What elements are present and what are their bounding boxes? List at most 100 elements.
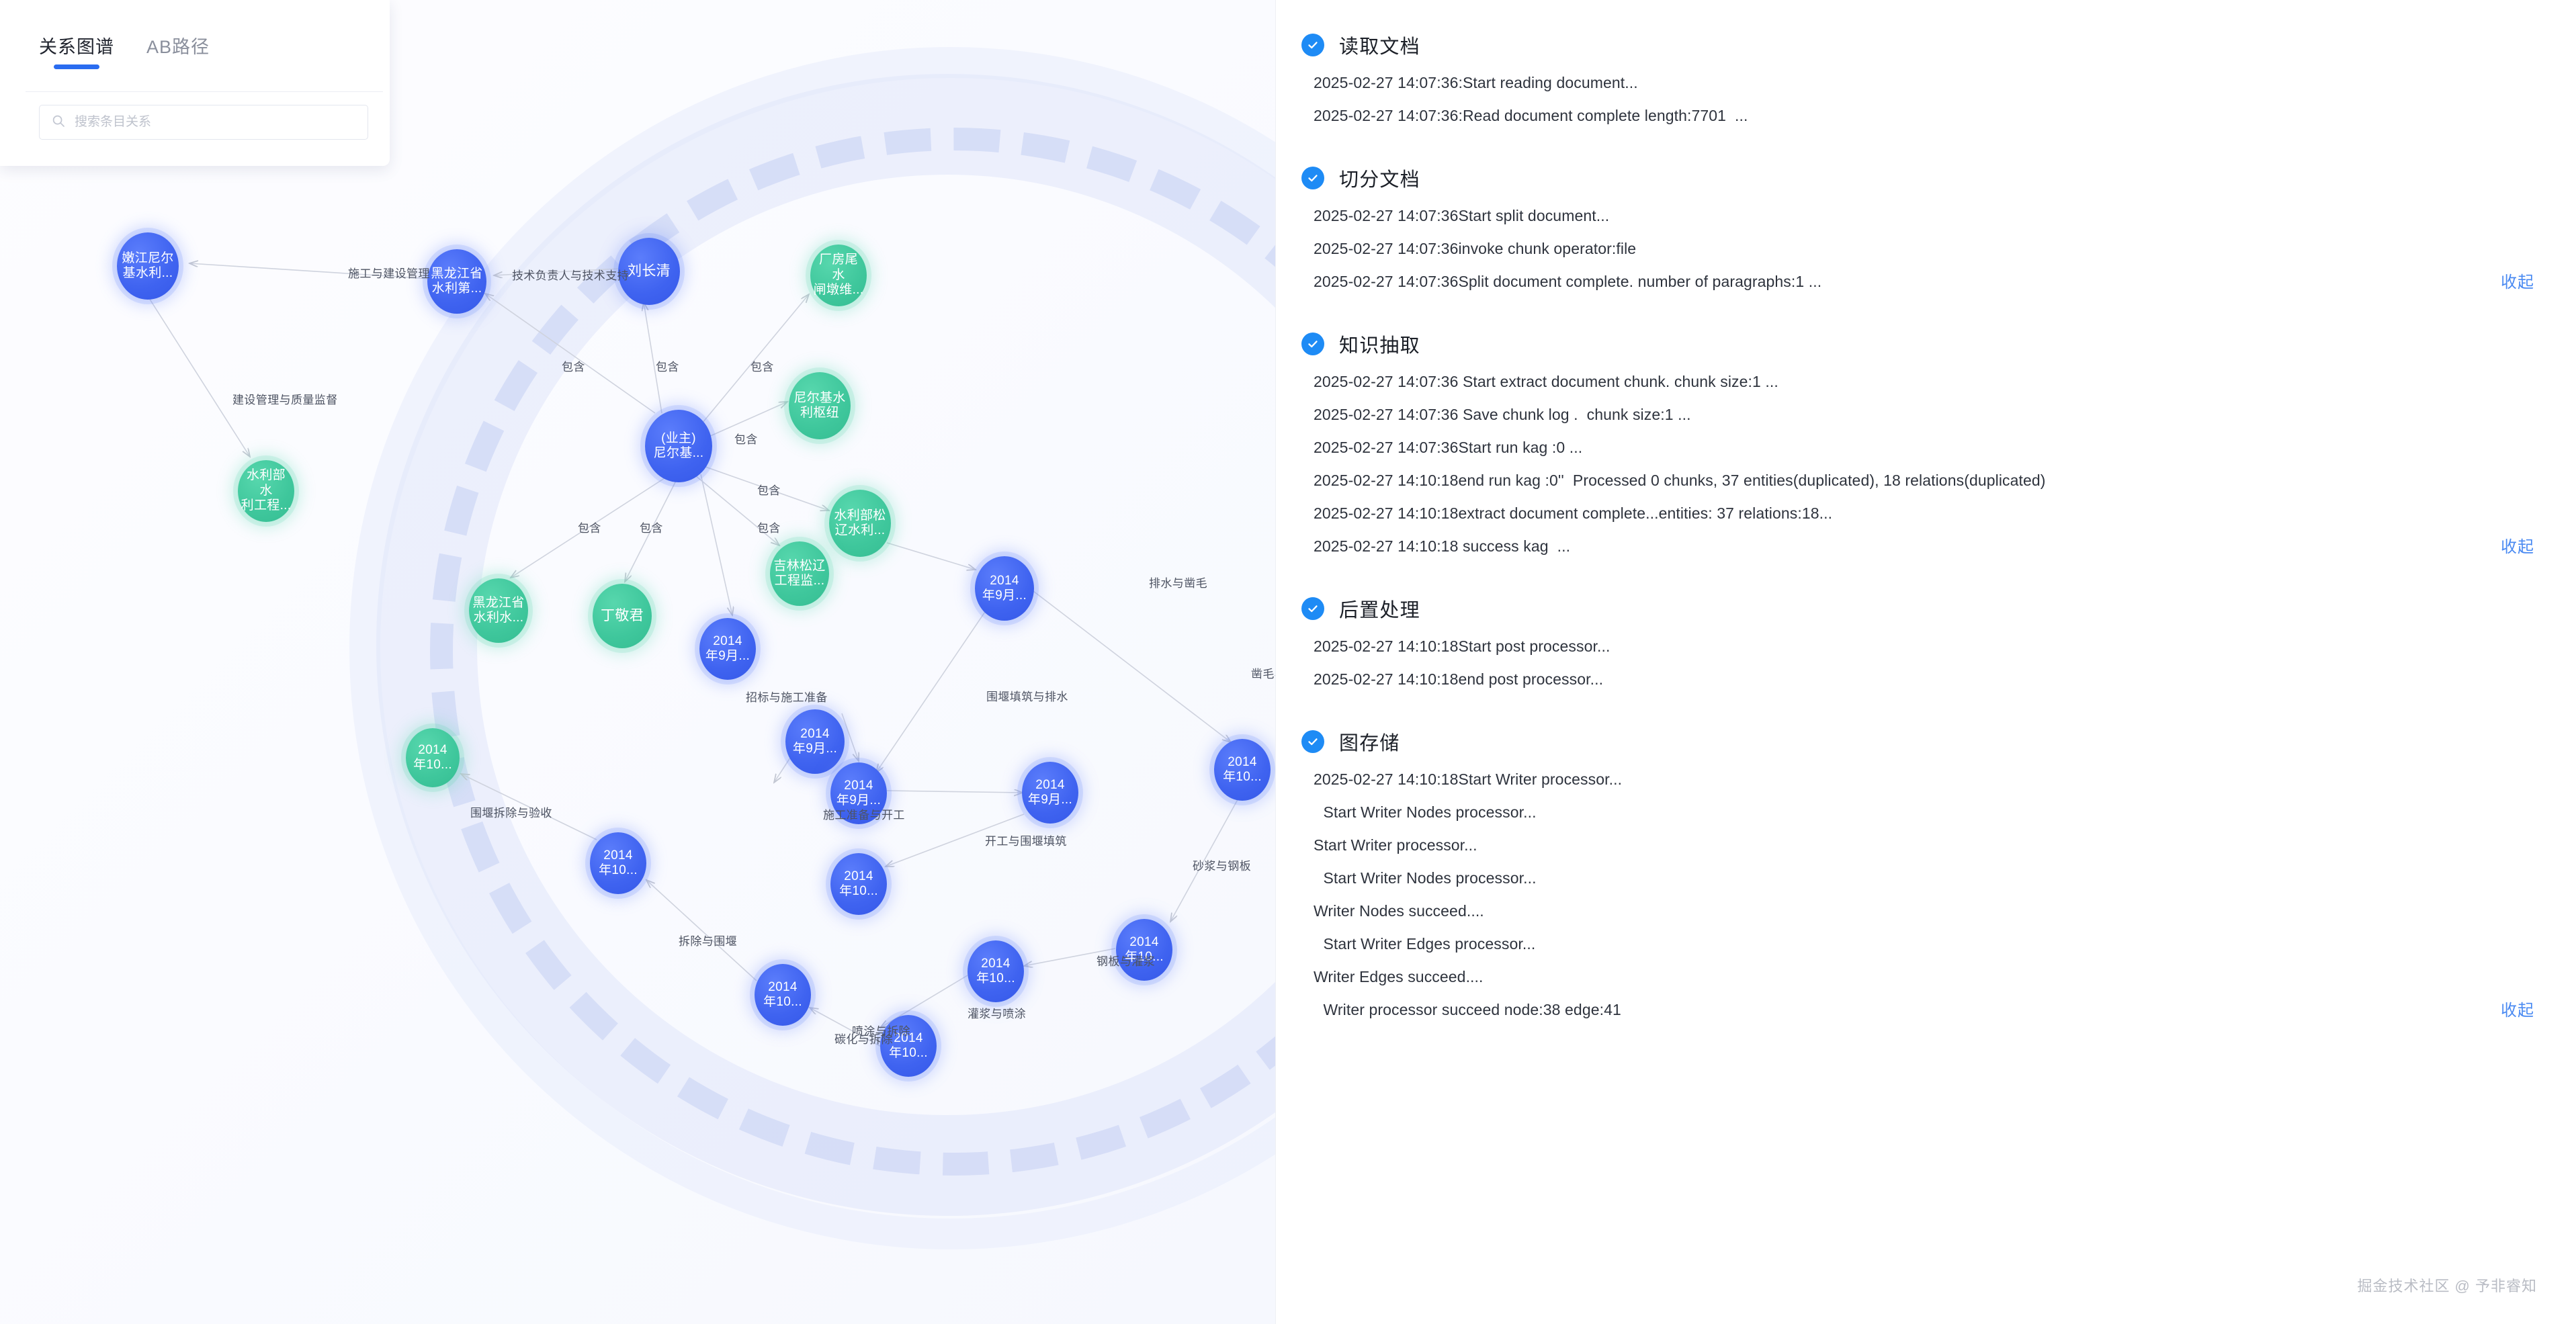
edge-label: 钢板与灌浆 xyxy=(1097,955,1155,968)
graph-node[interactable]: 2014 年10... xyxy=(1116,919,1172,981)
log-line: 2025-02-27 14:07:36:Start reading docume… xyxy=(1314,74,1638,91)
log-line: 2025-02-27 14:07:36 Start extract docume… xyxy=(1314,373,1778,390)
graph-node[interactable]: 厂房尾水 闸墩维... xyxy=(810,245,867,306)
stage-header[interactable]: 知识抽取 xyxy=(1276,330,2576,358)
graph-node[interactable]: 丁敬君 xyxy=(593,584,652,648)
tab-bar: 关系图谱 AB路径 xyxy=(0,0,390,69)
edge-label: 包含 xyxy=(656,361,679,373)
log-line: Start Writer Nodes processor... xyxy=(1319,869,1537,887)
pipeline-stage: 后置处理 2025-02-27 14:10:18Start post proces… xyxy=(1276,594,2576,687)
stage-log-lines: 2025-02-27 14:07:36 Start extract docume… xyxy=(1276,374,2576,554)
stage-header[interactable]: 读取文档 xyxy=(1276,31,2576,59)
edge-label: 建设管理与质量监督 xyxy=(232,394,338,406)
log-line: Writer Nodes succeed.... xyxy=(1314,902,1484,920)
graph-node[interactable]: 吉林松辽 工程监... xyxy=(770,541,829,606)
edge-label: 包含 xyxy=(734,433,758,446)
graph-edges xyxy=(148,0,1240,1049)
edge-label: 包含 xyxy=(578,522,601,535)
graph-node[interactable]: (业主) 尼尔基... xyxy=(645,410,712,482)
stage-header[interactable]: 后置处理 xyxy=(1276,594,2576,623)
edge-label: 施工与建设管理 xyxy=(348,267,430,280)
stage-spacer xyxy=(1276,307,2576,330)
check-circle-icon xyxy=(1301,333,1324,355)
stage-title: 读取文档 xyxy=(1339,36,1420,58)
stage-spacer xyxy=(1276,572,2576,594)
graph-node[interactable]: 2014 年10... xyxy=(830,853,887,915)
stage-spacer xyxy=(1276,705,2576,727)
stage-log-lines: 2025-02-27 14:10:18Start Writer processo… xyxy=(1276,772,2576,1018)
log-line: 2025-02-27 14:10:18end post processor... xyxy=(1314,670,1604,688)
stage-header[interactable]: 切分文档 xyxy=(1276,164,2576,192)
edge-label: 包含 xyxy=(562,361,585,373)
log-line: 2025-02-27 14:07:36:Read document comple… xyxy=(1314,107,1748,124)
stage-spacer xyxy=(1276,1035,2576,1058)
graph-controls-card: 关系图谱 AB路径 xyxy=(0,0,390,166)
graph-node[interactable]: 水利部水 利工程... xyxy=(238,460,294,522)
graph-node[interactable]: 2014 年10... xyxy=(1214,739,1271,801)
stage-title: 知识抽取 xyxy=(1339,335,1420,357)
log-line: Writer processor succeed node:38 edge:41 xyxy=(1319,1001,1621,1018)
log-line: 2025-02-27 14:10:18Start post processor.… xyxy=(1314,637,1611,655)
graph-node[interactable]: 2014 年10... xyxy=(590,832,646,894)
log-line: Start Writer Edges processor... xyxy=(1319,935,1536,953)
check-circle-icon xyxy=(1301,730,1324,753)
graph-canvas[interactable]: 嫩江尼尔 基水利... 黑龙江省 水利第... 刘长清 厂房尾水 闸墩维... 水利部水… xyxy=(0,0,1275,1324)
edge-label: 包含 xyxy=(757,522,781,535)
stage-log-lines: 2025-02-27 14:07:36:Start reading docume… xyxy=(1276,75,2576,124)
pipeline-stages: 读取文档 2025-02-27 14:07:36:Start reading do… xyxy=(1276,31,2576,1058)
collapse-link[interactable]: 收起 xyxy=(2501,538,2534,556)
graph-node[interactable]: 尼尔基水 利枢纽 xyxy=(789,372,851,439)
graph-node[interactable]: 2014 年9月... xyxy=(975,556,1034,621)
log-line: Start Writer processor... xyxy=(1314,836,1477,854)
log-line: 2025-02-27 14:10:18Start Writer processo… xyxy=(1314,770,1623,788)
graph-node[interactable]: 2014 年10... xyxy=(880,1015,937,1077)
pipeline-stage: 读取文档 2025-02-27 14:07:36:Start reading do… xyxy=(1276,31,2576,124)
log-line: 2025-02-27 14:10:18end run kag :0'' Proc… xyxy=(1314,472,2046,489)
decorative-arc-outer xyxy=(349,47,1275,1249)
pipeline-stage: 知识抽取 2025-02-27 14:07:36 Start extract do… xyxy=(1276,330,2576,556)
graph-node[interactable]: 2014 年9月... xyxy=(785,709,845,774)
tab-ab-path[interactable]: AB路径 xyxy=(146,37,210,57)
tab-relation-graph[interactable]: 关系图谱 xyxy=(39,32,114,69)
edge-label: 施工准备与开工 xyxy=(823,809,905,822)
search-box[interactable] xyxy=(39,105,368,140)
edge-label: 围堰填筑与排水 xyxy=(986,691,1068,703)
graph-node[interactable]: 2014 年9月... xyxy=(1022,762,1078,824)
pipeline-stage: 切分文档 2025-02-27 14:07:36Start split docum… xyxy=(1276,164,2576,292)
pipeline-log-panel[interactable]: 读取文档 2025-02-27 14:07:36:Start reading do… xyxy=(1275,0,2576,1324)
log-line: 2025-02-27 14:07:36Start split document.… xyxy=(1314,207,1610,224)
graph-node[interactable]: 2014 年10... xyxy=(755,964,811,1026)
pipeline-stage: 图存储 2025-02-27 14:10:18Start Writer proce… xyxy=(1276,727,2576,1020)
tab-divider xyxy=(26,91,383,92)
edge-label: 包含 xyxy=(757,484,781,497)
search-input[interactable] xyxy=(75,115,355,130)
graph-node[interactable]: 2014 年10... xyxy=(968,940,1024,1002)
graph-node[interactable]: 黑龙江省 水利水... xyxy=(469,578,528,643)
log-line: 2025-02-27 14:07:36invoke chunk operator… xyxy=(1314,240,1637,257)
stage-header[interactable]: 图存储 xyxy=(1276,727,2576,756)
collapse-link[interactable]: 收起 xyxy=(2501,273,2534,292)
stage-title: 后置处理 xyxy=(1339,600,1420,621)
watermark: 掘金技术社区 @ 予非睿知 xyxy=(2357,1278,2537,1294)
edge-label: 招标与施工准备 xyxy=(746,691,828,704)
log-line: 2025-02-27 14:10:18extract document comp… xyxy=(1314,504,1833,522)
stage-title: 切分文档 xyxy=(1339,169,1420,191)
log-line: Start Writer Nodes processor... xyxy=(1319,803,1537,821)
log-line: Writer Edges succeed.... xyxy=(1314,968,1484,985)
check-circle-icon xyxy=(1301,597,1324,620)
log-line: 2025-02-27 14:07:36 Save chunk log . chu… xyxy=(1314,406,1691,423)
graph-node[interactable]: 2014 年9月... xyxy=(699,618,756,680)
edge-label: 包含 xyxy=(750,361,774,373)
graph-node[interactable]: 水利部松 辽水利... xyxy=(829,490,891,557)
stage-spacer xyxy=(1276,141,2576,164)
graph-node[interactable]: 2014 年10... xyxy=(406,728,460,787)
graph-node[interactable]: 黑龙江省 水利第... xyxy=(427,249,486,314)
graph-node[interactable]: 嫩江尼尔 基水利... xyxy=(117,232,179,300)
graph-node[interactable]: 刘长清 xyxy=(618,238,680,305)
graph-node[interactable]: 2014 年9月... xyxy=(830,762,887,824)
collapse-link[interactable]: 收起 xyxy=(2501,1002,2534,1020)
edge-label: 碳化与拆除 xyxy=(834,1033,893,1046)
stage-log-lines: 2025-02-27 14:07:36Start split document.… xyxy=(1276,208,2576,290)
decorative-arc-band xyxy=(376,74,1275,1216)
